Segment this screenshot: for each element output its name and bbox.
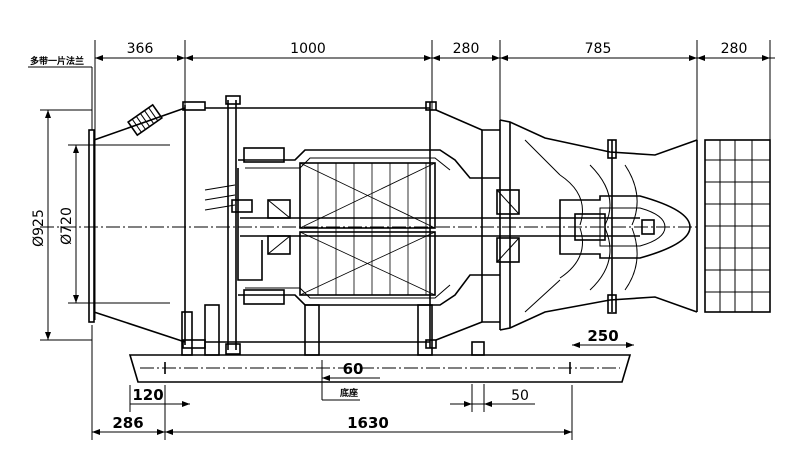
motor-internals — [204, 147, 640, 306]
fan-diffuser — [499, 119, 698, 331]
base-note-text: 底座 — [340, 387, 358, 399]
dim-50: 50 — [511, 388, 529, 404]
dim-1000: 1000 — [290, 41, 326, 57]
outlet-grille — [704, 139, 771, 313]
motor-housing — [205, 95, 500, 355]
top-dimension-chain: 366 1000 280 785 280 — [94, 40, 775, 320]
dim-925: Ø925 — [31, 209, 47, 247]
dim-1630: 1630 — [347, 414, 389, 432]
dim-280-left: 280 — [453, 41, 480, 57]
left-diameter-dims: Ø925 Ø720 — [31, 109, 170, 341]
dim-720: Ø720 — [59, 207, 75, 245]
dim-286: 286 — [112, 414, 143, 432]
dim-366: 366 — [127, 41, 154, 57]
dim-60: 60 — [343, 360, 364, 378]
dim-280-right: 280 — [721, 41, 748, 57]
flange-note: 多带一片法兰 — [28, 55, 93, 130]
dim-785: 785 — [585, 41, 612, 57]
dim-250: 250 — [587, 327, 618, 345]
base-dimensions: 250 60 底座 50 120 286 1630 — [91, 325, 634, 440]
base-frame — [128, 304, 632, 383]
inlet-cone — [88, 101, 206, 349]
dim-120: 120 — [132, 386, 163, 404]
flange-note-text: 多带一片法兰 — [30, 55, 84, 67]
